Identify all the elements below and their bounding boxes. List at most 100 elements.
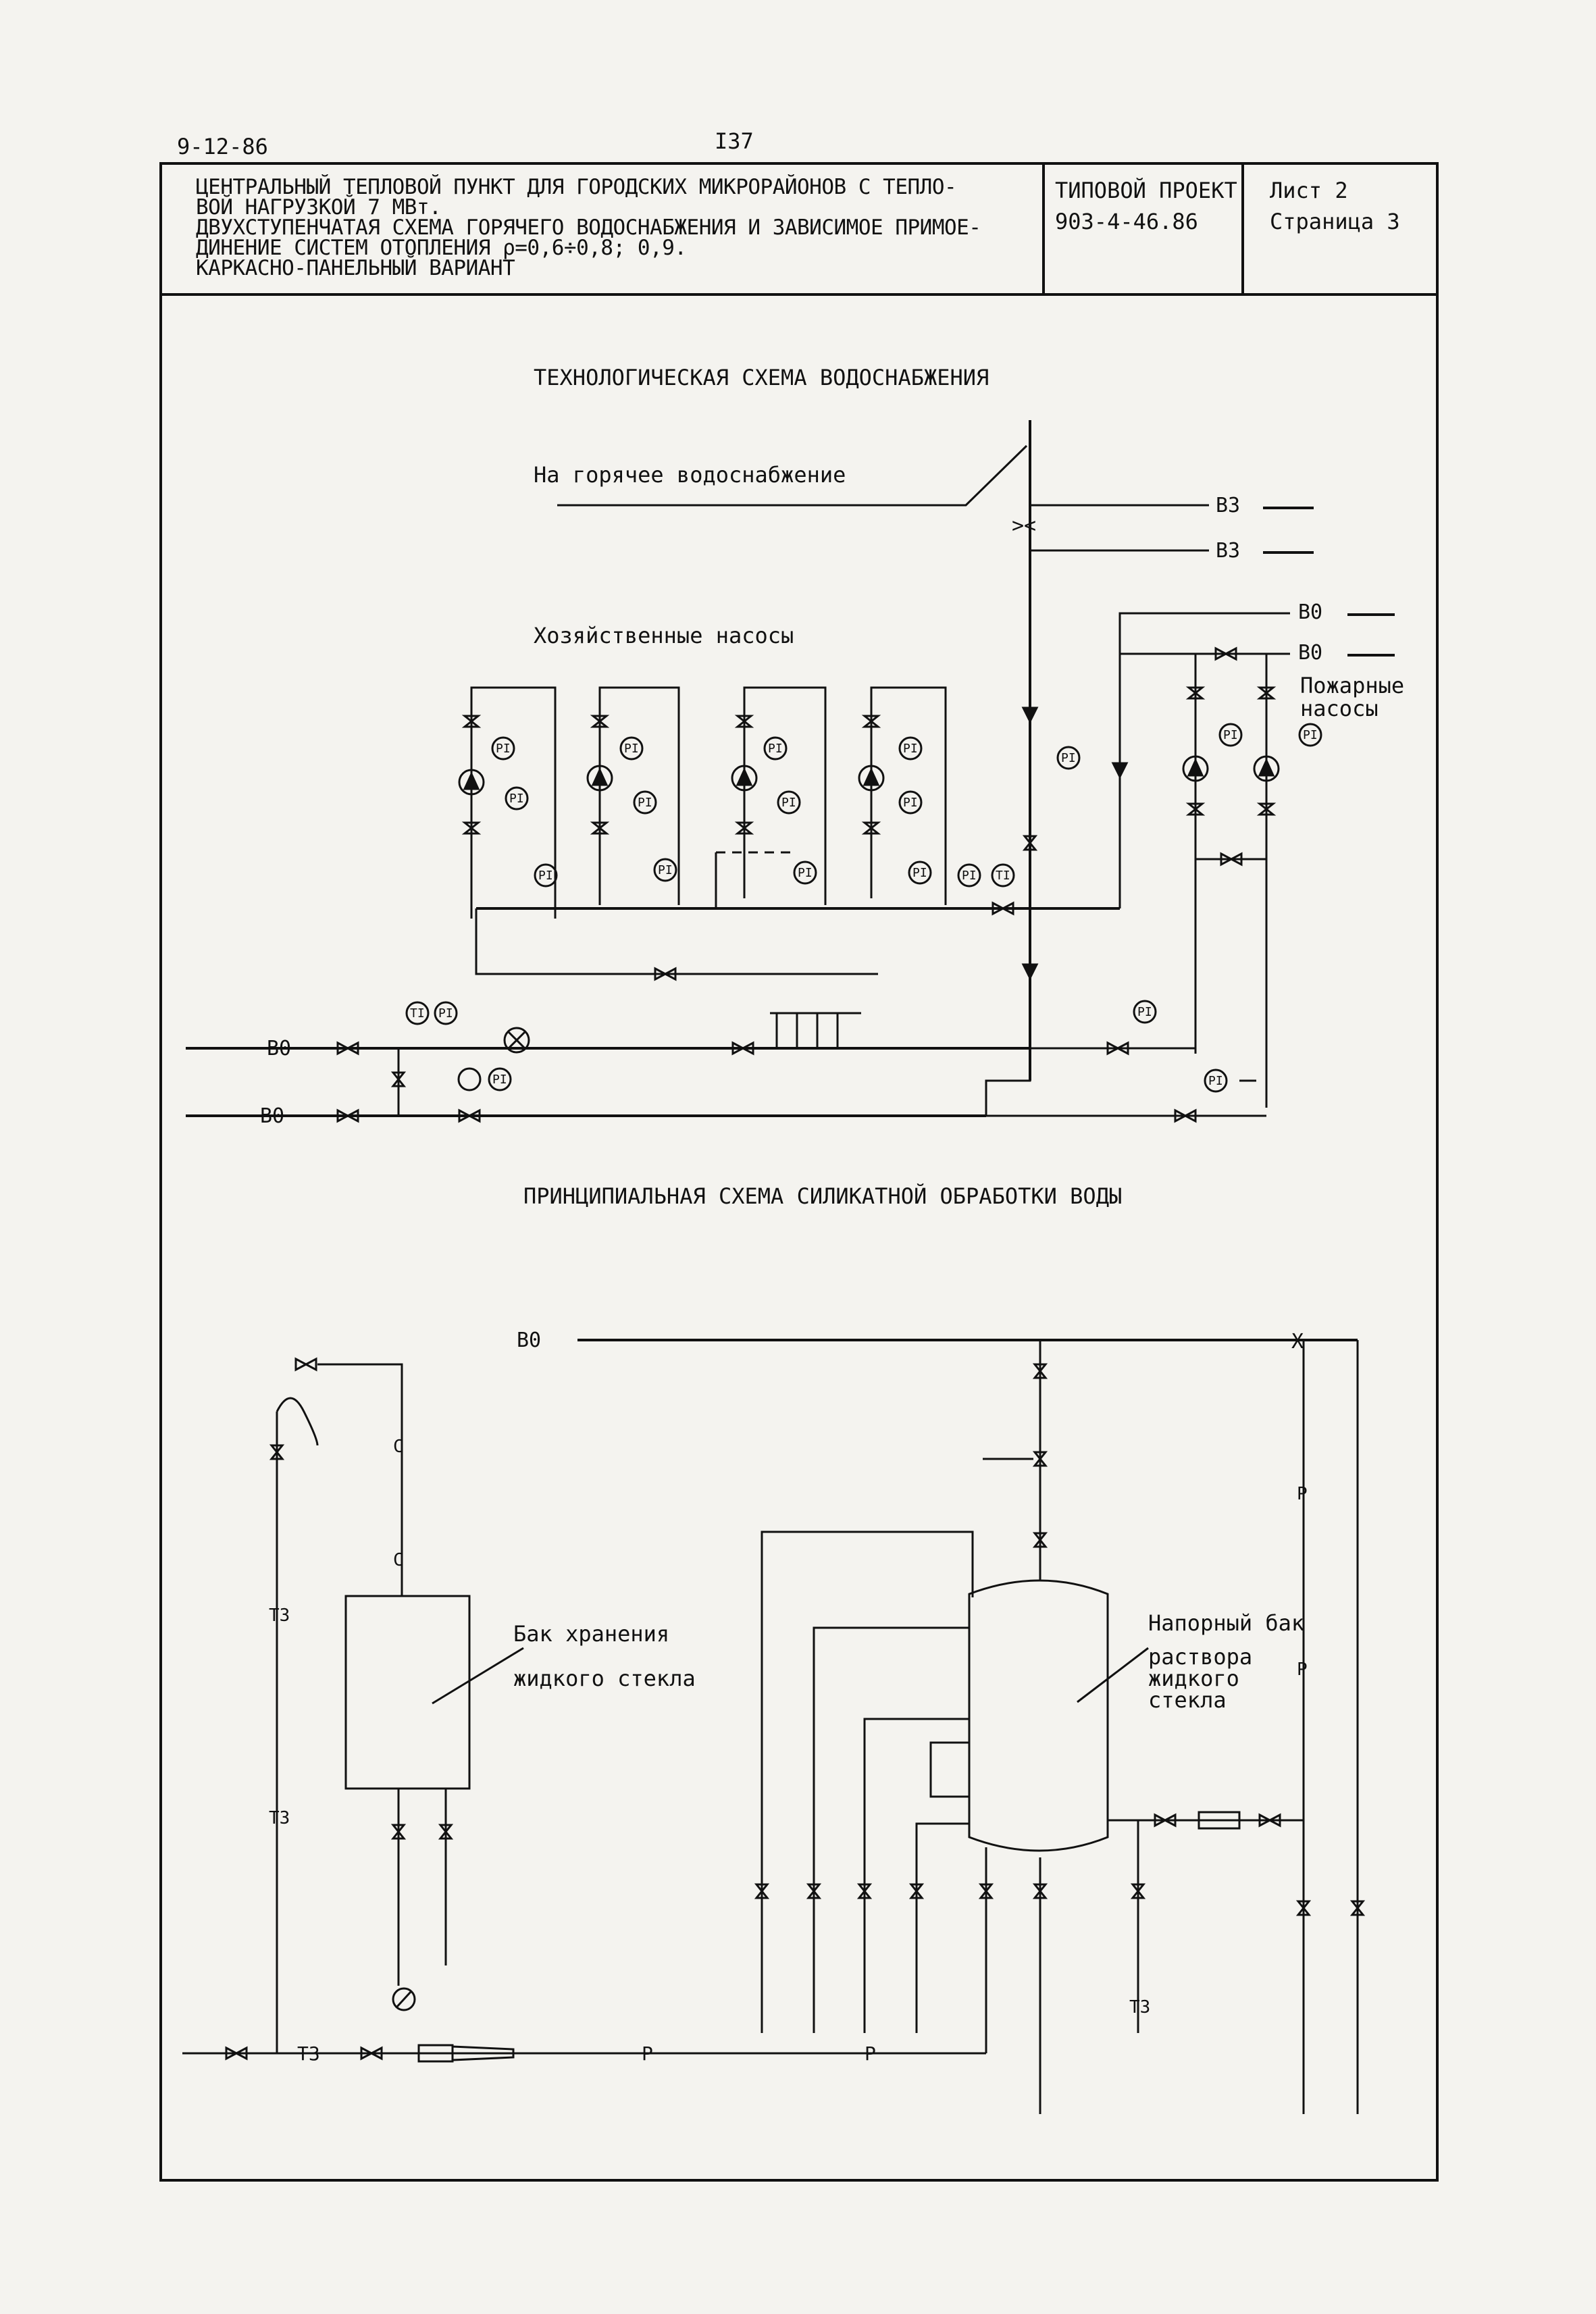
fire-inlet-pi-2 — [1204, 1069, 1228, 1093]
feed-valve-2[interactable] — [1032, 1451, 1048, 1467]
pressure-tank — [968, 1579, 1109, 1852]
header-line-3: ДВУХСТУПЕНЧАТАЯ СХЕМА ГОРЯЧЕГО ВОДОСНАБЖ… — [196, 215, 981, 240]
pressure-tank-label-1: Напорный бак — [1148, 1610, 1305, 1636]
tank-drain-valve[interactable] — [1032, 1883, 1048, 1899]
riser-pi — [1056, 746, 1081, 770]
collector-ti — [991, 863, 1015, 888]
collector-pi-5 — [957, 863, 981, 888]
right-p-label-1: Р — [1297, 1484, 1308, 1504]
inlet-pi-top-label: PI — [438, 1006, 453, 1021]
inlet-valve-2[interactable] — [336, 1108, 359, 1123]
feed-valve-3[interactable] — [1032, 1532, 1048, 1548]
b0-line-upper — [1118, 612, 1290, 775]
bottom-p-label-1: Р — [642, 2042, 653, 2065]
dist-valve-2[interactable] — [806, 1883, 822, 1899]
inlet-ti-label: TI — [410, 1006, 425, 1021]
fire-inlet-pi-1-label: PI — [1137, 1005, 1152, 1019]
valve-fire-top[interactable] — [1214, 646, 1237, 661]
svg-text:PI: PI — [496, 742, 511, 756]
svg-text:PI: PI — [768, 742, 783, 756]
fire-crossover-valve[interactable] — [1220, 852, 1243, 867]
header-line-5: КАРКАСНО-ПАНЕЛЬНЫЙ ВАРИАНТ — [196, 256, 515, 280]
bypass-valve[interactable] — [654, 967, 677, 981]
t3-left-valve[interactable] — [269, 1444, 285, 1460]
storage-tank-label-1: Бак хранения — [513, 1621, 670, 1647]
pressure-tank-leader — [1077, 1647, 1149, 1703]
household-pumps-label: Хозяйственные насосы — [534, 623, 794, 648]
inlet-meter-2 — [457, 1067, 482, 1091]
page-date: 9-12-86 — [177, 134, 268, 159]
ejector-cone — [451, 2045, 515, 2061]
bottom-valve-1[interactable] — [225, 2046, 248, 2061]
dist-valve-4[interactable] — [908, 1883, 925, 1899]
dist-valve-1[interactable] — [754, 1883, 770, 1899]
storage-outlet-valve-1[interactable] — [390, 1824, 407, 1840]
riser-check-2 — [1021, 963, 1039, 981]
collector-pi-4 — [908, 860, 932, 885]
inlet-valve-1[interactable] — [336, 1041, 359, 1056]
bottom-p-label-2: Р — [865, 2042, 876, 2065]
right-p-label-2: Р — [1297, 1660, 1308, 1680]
header-line-1: ЦЕНТРАЛЬНЫЙ ТЕПЛОВОЙ ПУНКТ ДЛЯ ГОРОДСКИХ… — [196, 175, 957, 199]
line-c-label-2: С — [393, 1550, 404, 1570]
storage-outlet-valve-2[interactable] — [438, 1824, 454, 1840]
header-line-4: ДИНЕНИЕ СИСТЕМ ОТОПЛЕНИЯ ρ=0,6÷0,8; 0,9. — [196, 236, 687, 260]
bottom-valve-2[interactable] — [360, 2046, 383, 2061]
hot-water-label: На горячее водоснабжение — [534, 462, 846, 488]
svg-text:PI: PI — [903, 742, 918, 756]
household-pump-2: PI PI — [586, 686, 680, 905]
svg-text:PI: PI — [509, 792, 524, 806]
filter — [1198, 1811, 1241, 1830]
svg-text:PI: PI — [1223, 728, 1238, 742]
t3-hose — [276, 1397, 319, 1446]
flow-meter — [503, 1027, 530, 1054]
dist-valve-3[interactable] — [856, 1883, 873, 1899]
storage-tank-leader — [432, 1647, 524, 1705]
page-label: Страница 3 — [1270, 209, 1400, 234]
flow-meter-cross — [507, 1030, 527, 1050]
header-description: ЦЕНТРАЛЬНЫЙ ТЕПЛОВОЙ ПУНКТ ДЛЯ ГОРОДСКИХ… — [196, 175, 1027, 280]
page-frame — [159, 162, 1439, 2182]
b0-label-1: В0 — [1298, 600, 1322, 624]
pressure-tank-label-4: стекла — [1148, 1687, 1227, 1713]
check-valve-upper — [1111, 762, 1129, 779]
inlet-valve-3[interactable] — [458, 1108, 481, 1123]
inlet-ti — [405, 1001, 430, 1025]
inlet-pi-bottom — [488, 1067, 512, 1091]
riser-valve-1[interactable] — [1022, 835, 1038, 851]
tank-drain-valve-left[interactable] — [978, 1883, 994, 1899]
fire-inlet-valve-2[interactable] — [1174, 1108, 1197, 1123]
dist-line-1 — [761, 1531, 974, 2033]
right-valve-1[interactable] — [1295, 1900, 1312, 1916]
project-number: 903-4-46.86 — [1055, 209, 1198, 234]
svg-text:PI: PI — [624, 742, 639, 756]
collector-ti-label: TI — [996, 869, 1010, 883]
storage-tank — [344, 1595, 471, 1790]
dist-line-3 — [863, 1718, 969, 2033]
right-valve-2[interactable] — [1349, 1900, 1366, 1916]
inlet-b0-label-1: В0 — [267, 1037, 291, 1060]
tank-outlet-valve-1[interactable] — [1154, 1813, 1177, 1828]
household-pump-3: PI PI — [731, 686, 827, 905]
storage-tank-inlet — [317, 1363, 403, 1596]
b0-tee: X — [1291, 1330, 1304, 1354]
hot-water-leader — [557, 444, 1028, 507]
svg-text:PI: PI — [903, 796, 918, 810]
scheme1-title: ТЕХНОЛОГИЧЕСКАЯ СХЕМА ВОДОСНАБЖЕНИЯ — [534, 365, 989, 390]
tank-outlet-valve-2[interactable] — [1258, 1813, 1281, 1828]
storage-gauge — [392, 1987, 416, 2011]
fire-inlet-valve-1[interactable] — [1106, 1041, 1129, 1056]
storage-inlet-valve[interactable] — [294, 1357, 317, 1372]
feed-valve-1[interactable] — [1032, 1363, 1048, 1379]
scheme2-title: ПРИНЦИПИАЛЬНАЯ СХЕМА СИЛИКАТНОЙ ОБРАБОТК… — [523, 1183, 1123, 1209]
t3-label-2: Т3 — [269, 1808, 290, 1828]
dist-line-4 — [915, 1822, 969, 2033]
riser-symbol: >< — [1012, 514, 1036, 538]
fire-pumps-label-1: Пожарные — [1300, 673, 1405, 698]
collector-valve[interactable] — [992, 901, 1014, 916]
household-pump-4: PI PI — [858, 686, 947, 905]
inlet-crossover-valve[interactable] — [390, 1071, 407, 1087]
b0-line-label: В0 — [517, 1329, 541, 1352]
t3-right-valve[interactable] — [1130, 1883, 1146, 1899]
inlet-valve-4[interactable] — [731, 1041, 754, 1056]
